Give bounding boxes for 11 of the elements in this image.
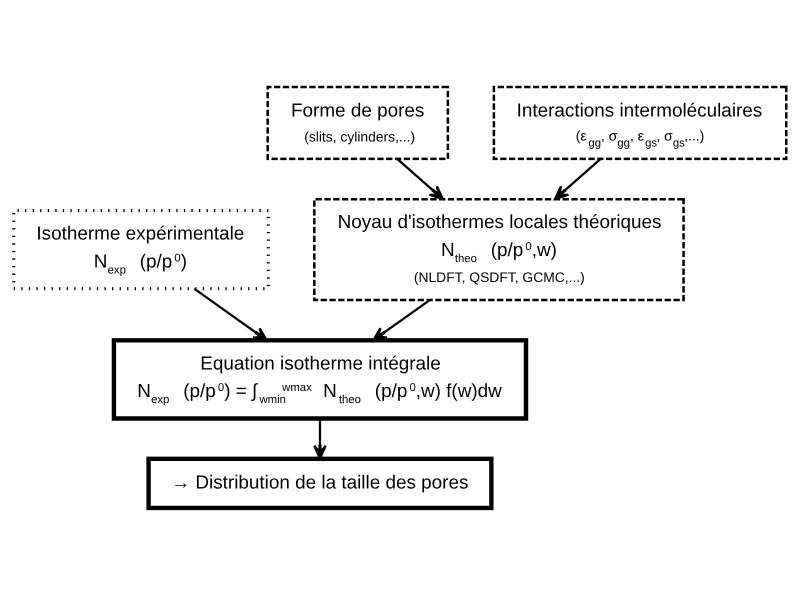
node-box: Noyau d'isothermes locales théoriques N$_{theo}$ (p/p$^{0}$,w) (NLDFT, QSDFT, GCMC,...) xyxy=(313,197,685,301)
node-box: → Distribution de la taille des pores xyxy=(146,456,494,510)
arrow xyxy=(554,158,602,200)
node-box: Forme de pores (slits, cylinders,...) xyxy=(266,85,450,160)
node-box: Isotherme expérimentale N$_{exp}$ (p/p$^{0}$) xyxy=(12,208,270,290)
arrow xyxy=(194,287,268,341)
node-box: Equation isotherme intégrale N$_{exp}$ (p/p$^{0}$) = ∫$_{wmin}$$^{wmax}$ N$_{theo}$ (p/p$^{0}$,w) f(w)dw xyxy=(112,338,528,420)
arrow xyxy=(396,158,444,200)
arrow xyxy=(372,298,430,341)
arrow xyxy=(313,418,327,460)
node-box: Interactions intermoléculaires (ε$_{gg}$, σ$_{gg}$, ε$_{gs}$, σ$_{gs}$,...) xyxy=(492,85,788,160)
